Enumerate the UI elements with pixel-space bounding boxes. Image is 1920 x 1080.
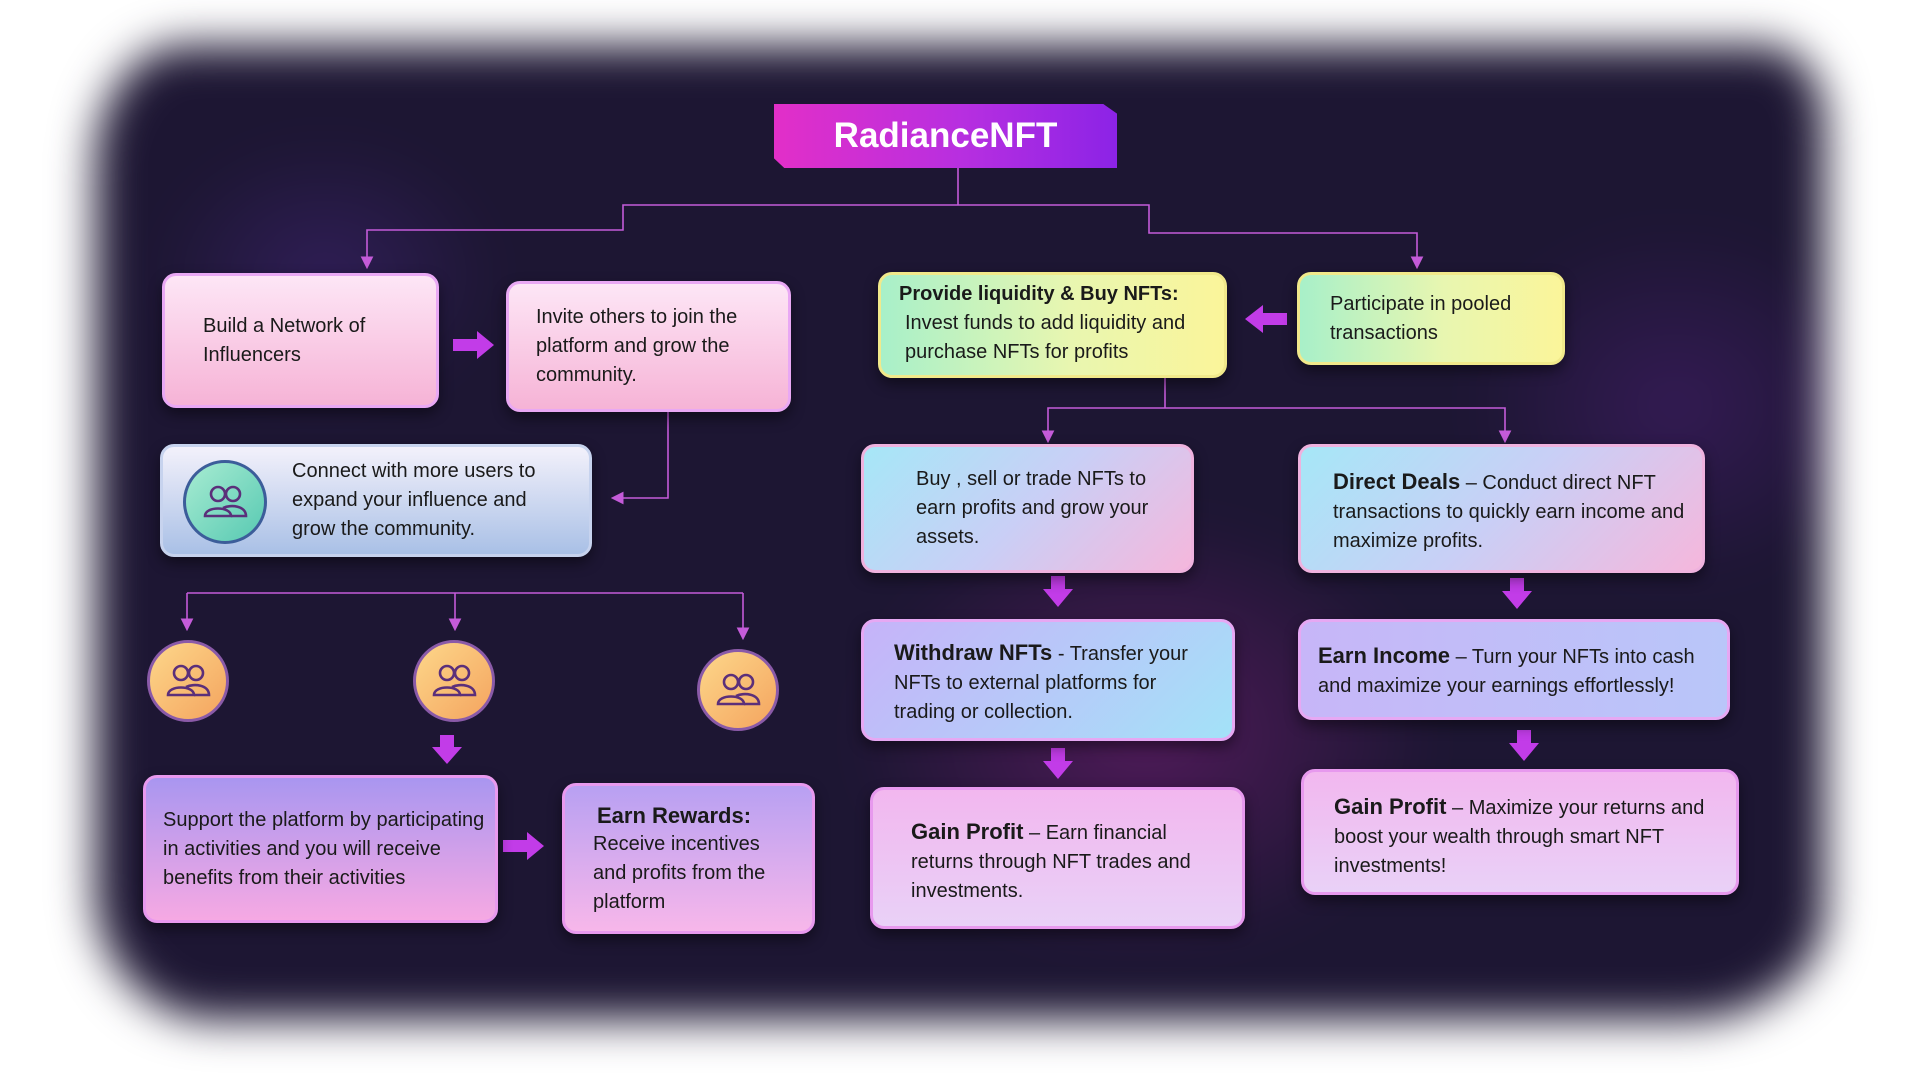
direct-deals-text: – Conduct direct NFT transactions to qui… [1333,472,1685,552]
gain-profit-1-title: Gain Profit [911,819,1024,844]
provide-liquidity-title: Provide liquidity & Buy NFTs: [899,283,1179,305]
gain-profit-1-text: – Earn financial returns through NFT tra… [911,822,1191,902]
direct-deals-node: Direct Deals – Conduct direct NFT transa… [1298,444,1705,573]
earn-rewards-text: Receive incentives and profits from the … [593,832,766,913]
withdraw-node: Withdraw NFTs - Transfer your NFTs to ex… [861,619,1235,741]
connector-to-direct-deals [1165,407,1512,444]
users-icon-3 [697,649,779,731]
earn-income-title: Earn Income [1318,643,1451,668]
connector-to-buy-sell [1041,407,1165,444]
invite-others-node: Invite others to join the platform and g… [506,281,791,412]
users-icon-1 [147,640,229,722]
invite-others-text: Invite others to join the platform and g… [536,306,738,386]
arrow-left-1 [1245,305,1287,333]
gain-profit-1-node: Gain Profit – Earn financial returns thr… [870,787,1245,929]
participate-text: Participate in pooled transactions [1330,292,1512,344]
arrow-down-withdraw [1043,576,1073,607]
users-icon [714,670,762,710]
title-banner: RadianceNFT [774,104,1117,168]
earn-rewards-title: Earn Rewards: [597,802,752,828]
gain-profit-2-node: Gain Profit – Maximize your returns and … [1301,769,1739,895]
connector-title-left [360,204,958,270]
connect-users-text: Connect with more users to expand your i… [292,460,536,540]
buy-sell-text: Buy , sell or trade NFTs to earn profits… [916,468,1149,548]
users-icon [201,482,249,522]
buy-sell-node: Buy , sell or trade NFTs to earn profits… [861,444,1194,573]
direct-deals-title: Direct Deals [1333,469,1461,494]
earn-income-node: Earn Income – Turn your NFTs into cash a… [1298,619,1730,720]
support-platform-text: Support the platform by participating in… [163,808,485,889]
arrow-down-gain2 [1509,730,1539,761]
earn-income-text: – Turn your NFTs into cash and maximize … [1318,646,1695,697]
users-icon [430,661,478,701]
build-network-node: Build a Network of Influencers [162,273,439,408]
gain-profit-2-title: Gain Profit [1334,794,1447,819]
arrow-right-1 [453,331,494,359]
arrow-down-gain1 [1043,748,1073,779]
arrow-down-support [432,735,462,764]
users-icon [164,661,212,701]
users-icon-connect [183,460,267,544]
connector-title-right [958,204,1424,270]
withdraw-title: Withdraw NFTs [894,640,1053,665]
users-icon-2 [413,640,495,722]
support-platform-node: Support the platform by participating in… [143,775,498,923]
provide-liquidity-text: Invest funds to add liquidity and purcha… [905,312,1186,363]
withdraw-text: - Transfer your NFTs to external platfor… [894,643,1188,723]
connector-invite-connect [610,412,669,505]
build-network-text: Build a Network of Influencers [203,314,366,366]
gain-profit-2-text: – Maximize your returns and boost your w… [1334,797,1705,877]
arrow-down-earn-income [1502,578,1532,609]
provide-liquidity-node: Provide liquidity & Buy NFTs: Invest fun… [878,272,1227,378]
participate-node: Participate in pooled transactions [1297,272,1565,365]
earn-rewards-node: Earn Rewards: Receive incentives and pro… [562,783,815,934]
arrow-right-2 [503,832,544,860]
